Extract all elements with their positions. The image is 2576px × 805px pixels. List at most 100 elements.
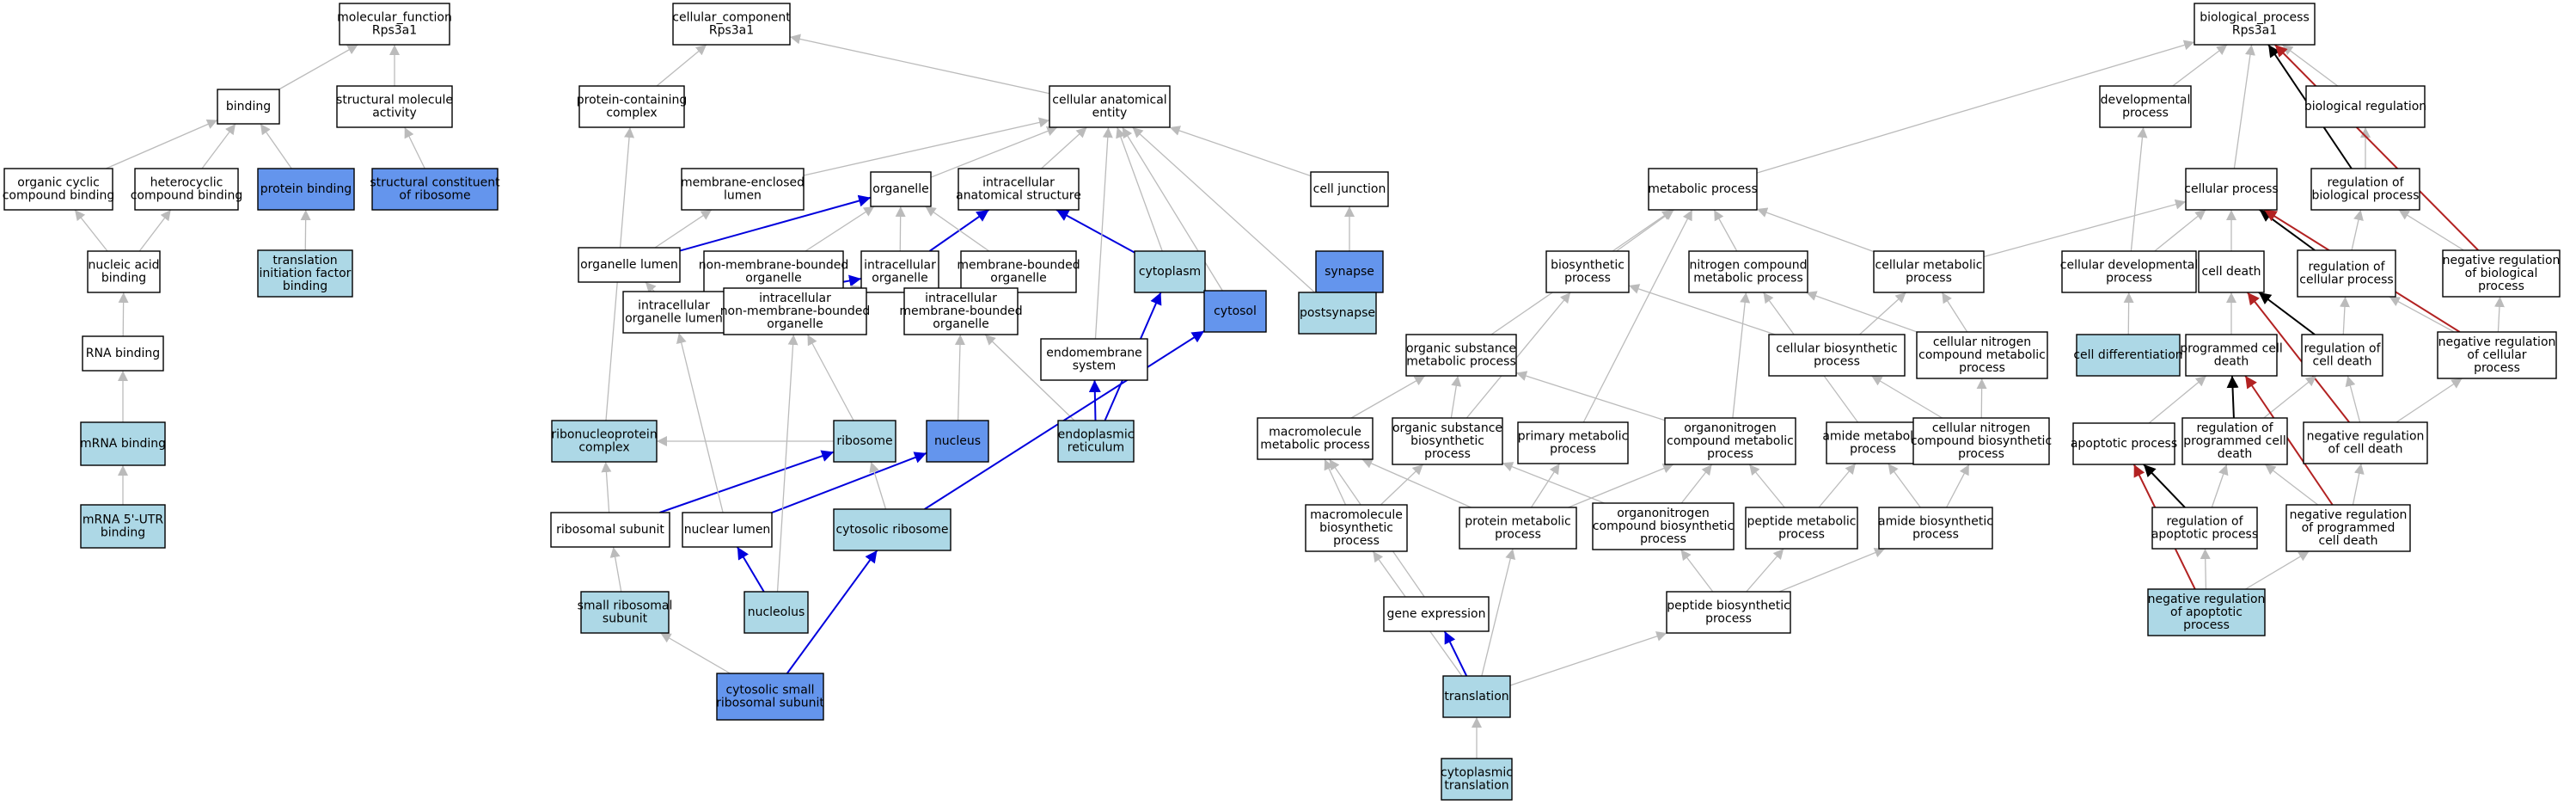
node-prot_bind[interactable]: protein binding (257, 168, 355, 211)
node-cytoplasm[interactable]: cytoplasm (1134, 250, 1206, 293)
node-cyt_rib[interactable]: cytosolic ribosome (833, 508, 951, 551)
node-label: endomembrane (1046, 347, 1142, 360)
node-cell_diff[interactable]: cell differentiation (2073, 334, 2183, 377)
node-box (134, 168, 239, 211)
edge-prim_met-to-met_proc (1582, 209, 1693, 423)
edge-nuc_lumen-to-nucleus (771, 452, 927, 513)
node-label: cell junction (1313, 182, 1386, 196)
node-synapse[interactable]: synapse (1315, 250, 1384, 293)
edge-macro_bio-to-org_sub_bio (1380, 464, 1424, 506)
node-label: biological_process (2200, 11, 2310, 25)
node-cell_death[interactable]: cell death (2198, 250, 2265, 293)
node-cell_proc[interactable]: cellular process (2184, 168, 2279, 211)
node-ribosome[interactable]: ribosome (833, 420, 896, 463)
node-organelle[interactable]: organelle (870, 171, 932, 207)
node-nuc_lumen[interactable]: nuclear lumen (682, 512, 773, 548)
node-box (1298, 292, 1377, 335)
node-inmbo[interactable]: intracellularnon-membrane-boundedorganel… (720, 287, 871, 335)
node-cell_junc[interactable]: cell junction (1310, 171, 1389, 207)
node-nucleus[interactable]: nucleus (926, 420, 989, 463)
node-rib_sub[interactable]: ribosomal subunit (550, 512, 670, 548)
node-postsyn[interactable]: postsynapse (1298, 292, 1377, 335)
node-binding[interactable]: binding (217, 89, 280, 125)
node-label: cytoplasm (1139, 265, 1201, 279)
node-rna_bind[interactable]: RNA binding (82, 335, 164, 372)
node-mrna_bind[interactable]: mRNA binding (80, 421, 166, 466)
edge-neg_reg_pcd-to-pcd (2244, 375, 2334, 506)
node-label: nucleic acid (88, 259, 159, 273)
node-label: nucleolus (748, 605, 805, 619)
node-label: metabolic process (1693, 272, 1803, 286)
node-nucleolus[interactable]: nucleolus (743, 591, 809, 634)
node-label: process (2183, 618, 2230, 632)
node-met_proc[interactable]: metabolic process (1648, 168, 1758, 211)
node-org_lumen[interactable]: organelle lumen (578, 247, 681, 283)
node-translation[interactable]: translation (1442, 675, 1511, 718)
node-cytosol[interactable]: cytosol (1203, 290, 1267, 333)
node-label: cellular biosynthetic (1776, 342, 1897, 356)
node-label: of cell death (2328, 443, 2403, 457)
node-gene_expr[interactable]: gene expression (1383, 596, 1490, 632)
node-apop[interactable]: apoptotic process (2071, 422, 2177, 465)
node-label: regulation of (2166, 515, 2243, 529)
node-bio_reg[interactable]: biological regulation (2304, 85, 2426, 128)
